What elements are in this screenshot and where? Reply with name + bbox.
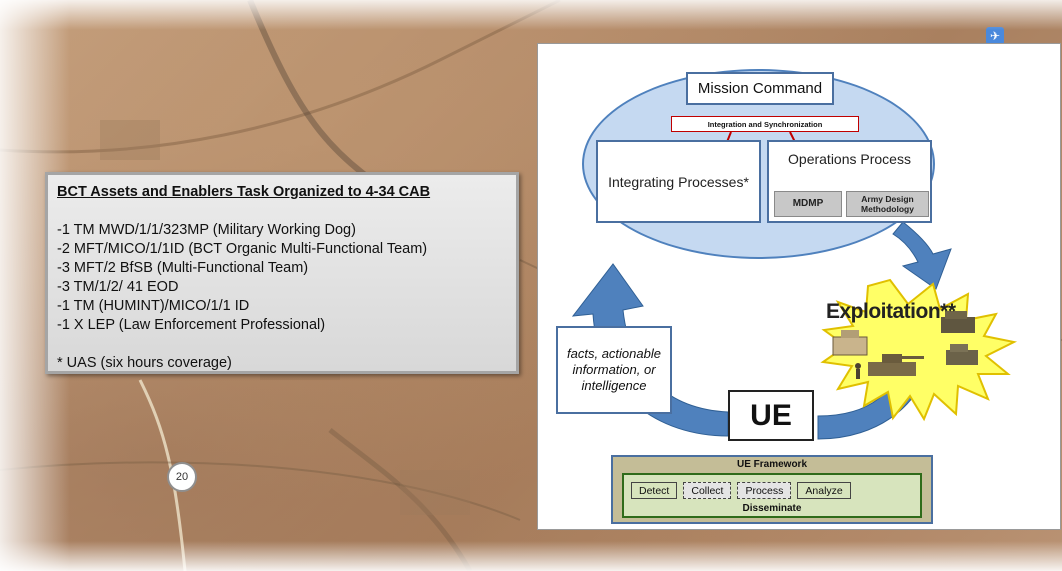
operations-process-box: Operations Process MDMP Army Design Meth…: [767, 140, 932, 223]
ue-framework-title: UE Framework: [736, 459, 808, 470]
ue-box: UE: [728, 390, 814, 441]
step-collect: Collect: [683, 482, 732, 499]
facts-label: facts, actionable information, or intell…: [567, 346, 661, 393]
operations-subprocesses: MDMP Army Design Methodology: [774, 191, 929, 217]
integrating-processes-box: Integrating Processes*: [596, 140, 761, 223]
integration-sync-box: Integration and Synchronization: [671, 116, 859, 132]
step-detect: Detect: [631, 482, 678, 499]
step-disseminate: Disseminate: [742, 503, 802, 514]
exploitation-label: Exploitation**: [826, 300, 956, 323]
diagram-arrows: [571, 131, 1018, 440]
tent-roof: [841, 330, 859, 338]
task-box-title: BCT Assets and Enablers Task Organized t…: [57, 184, 431, 200]
mdmp-box: MDMP: [774, 191, 842, 217]
tent-icon: [832, 336, 868, 356]
step-process: Process: [737, 482, 792, 499]
route-20-shield: 20: [167, 462, 197, 492]
task-item: -1 X LEP (Law Enforcement Professional): [57, 317, 326, 333]
humvee-icon: [941, 317, 975, 333]
army-design-methodology-box: Army Design Methodology: [846, 191, 929, 217]
ue-framework-steps: Detect Collect Process Analyze: [631, 482, 851, 499]
mission-command-box: Mission Command: [686, 72, 834, 105]
facts-box: facts, actionable information, or intell…: [556, 326, 672, 414]
task-item: -1 TM MWD/1/1/323MP (Military Working Do…: [57, 222, 356, 238]
arrow-ue-to-integrating: [571, 263, 729, 437]
task-item: -3 TM/1/2/ 41 EOD: [57, 279, 179, 295]
truck-icon: [946, 350, 978, 365]
step-analyze: Analyze: [797, 482, 851, 499]
ue-framework-inner: Detect Collect Process Analyze Dissemina…: [622, 473, 922, 518]
operations-process-label: Operations Process: [788, 151, 911, 167]
task-item: -3 MFT/2 BfSB (Multi-Functional Team): [57, 260, 309, 276]
ue-framework-box: UE Framework Detect Collect Process Anal…: [611, 455, 933, 524]
ue-diagram-panel: Mission Command Integration and Synchron…: [537, 43, 1061, 530]
soldier-icon: [855, 363, 861, 369]
task-item: -2 MFT/MICO/1/1ID (BCT Organic Multi-Fun…: [57, 241, 428, 257]
task-item: -1 TM (HUMINT)/MICO/1/1 ID: [57, 298, 250, 314]
task-list: -1 TM MWD/1/1/323MP (Military Working Do…: [57, 221, 507, 335]
task-box-note: * UAS (six hours coverage): [57, 355, 232, 371]
task-organization-box: BCT Assets and Enablers Task Organized t…: [45, 172, 519, 374]
integrating-processes-label: Integrating Processes*: [608, 173, 749, 190]
tank-icon: [868, 362, 916, 376]
arrow-to-exploitation: [892, 221, 952, 290]
